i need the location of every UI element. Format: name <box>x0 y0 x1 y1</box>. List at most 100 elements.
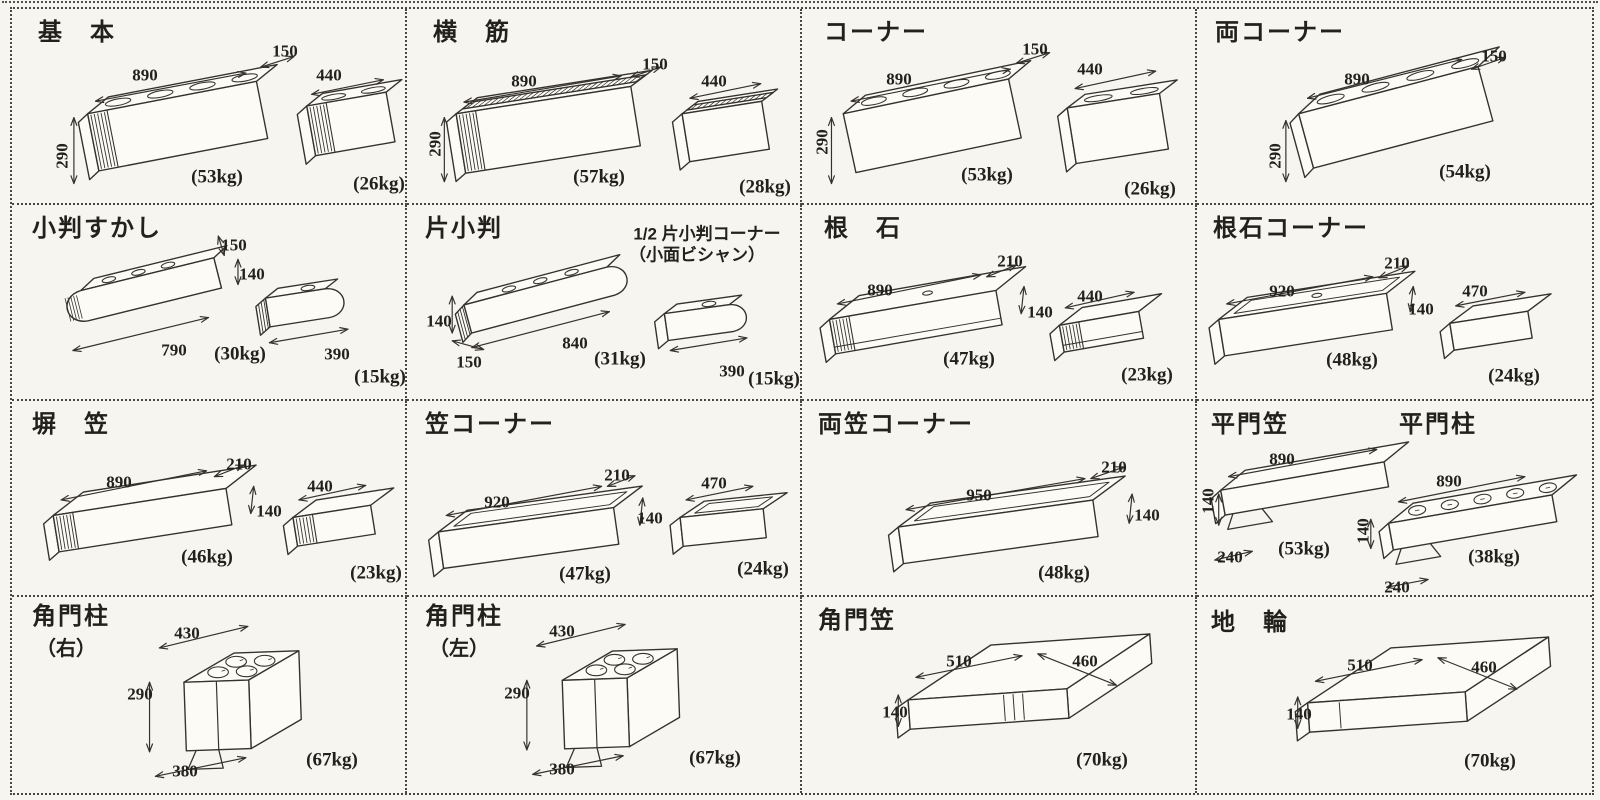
dimension-label: 210 <box>1101 457 1127 477</box>
block-drawing <box>1294 636 1552 742</box>
dimension-label: 150 <box>1022 39 1048 59</box>
dimension-label: 890 <box>886 69 912 89</box>
weight-label: (48kg) <box>1038 562 1090 584</box>
block-type-title: 片小判 <box>425 215 503 242</box>
block-drawing <box>887 466 1135 573</box>
dimension-label: 460 <box>1072 651 1098 671</box>
block-type-title: 角門柱 <box>32 603 110 630</box>
block-drawing <box>428 475 788 578</box>
dimension-label: 290 <box>127 684 153 704</box>
weight-label: (31kg) <box>594 348 646 370</box>
weight-label: (26kg) <box>353 173 405 195</box>
dimension-label: 840 <box>562 333 588 353</box>
dimension-label: 210 <box>997 251 1023 271</box>
dimension-label: 440 <box>1077 59 1103 79</box>
weight-label: (23kg) <box>350 562 402 584</box>
block-type-title: 塀 笠 <box>32 411 110 438</box>
dimension-label: 890 <box>1436 471 1462 491</box>
block-type-title: 横 筋 <box>433 19 511 46</box>
weight-label: (47kg) <box>559 563 611 585</box>
weight-label: (70kg) <box>1076 749 1128 771</box>
weight-label: (46kg) <box>181 546 233 568</box>
weight-label: (67kg) <box>306 749 358 771</box>
block-orientation-label: （右） <box>36 638 96 660</box>
weight-label: (53kg) <box>961 164 1013 186</box>
dimension-label: 290 <box>1265 143 1285 169</box>
dimension-label: 150 <box>221 235 247 255</box>
dimension-label: 390 <box>324 344 350 364</box>
dimension-label: 890 <box>132 65 158 85</box>
dimension-label: 460 <box>1471 657 1497 677</box>
dimension-label: 440 <box>1077 286 1103 306</box>
dimension-label: 140 <box>256 501 282 521</box>
top-border-dots <box>2 1 1598 3</box>
block-type-title: 根石コーナー <box>1213 215 1369 242</box>
block-drawing <box>440 66 779 183</box>
dimension-label: 790 <box>161 340 187 360</box>
block-drawing <box>70 55 403 185</box>
dimension-label: 150 <box>272 41 298 61</box>
dimension-label: 920 <box>1269 281 1295 301</box>
block-drawing <box>827 51 1178 185</box>
dimension-label: 440 <box>701 71 727 91</box>
weight-label: (67kg) <box>689 747 741 769</box>
dimension-label: 210 <box>1384 253 1410 273</box>
weight-label: (48kg) <box>1326 349 1378 371</box>
dimension-label: 380 <box>549 759 575 779</box>
block-type-title: 基 本 <box>38 19 116 46</box>
dimension-label: 890 <box>867 280 893 300</box>
dimension-label: 140 <box>239 264 265 284</box>
dimension-label: 950 <box>966 485 992 505</box>
block-type-title: 根 石 <box>824 215 902 242</box>
weight-label: (57kg) <box>573 166 625 188</box>
block-catalog-grid: 基 本 890 150 290 (53kg) 440 (26kg) 横 筋 890 150 290 (… <box>10 7 1594 795</box>
weight-label: (23kg) <box>1121 364 1173 386</box>
weight-label: (53kg) <box>191 166 243 188</box>
dimension-label: 430 <box>174 623 200 643</box>
weight-label: (24kg) <box>1488 365 1540 387</box>
weight-label: (24kg) <box>737 558 789 580</box>
dimension-label: 510 <box>946 651 972 671</box>
block-type-title: 小判すかし <box>32 215 162 242</box>
weight-label: (15kg) <box>354 366 406 388</box>
dimension-label: 150 <box>642 54 668 74</box>
dimension-label: 890 <box>1269 449 1295 469</box>
dimension-label: 240 <box>1384 577 1410 597</box>
dimension-label: 140 <box>1353 518 1373 544</box>
block-drawing <box>819 264 1163 364</box>
dimension-label: 890 <box>106 472 132 492</box>
block-type-title: 両コーナー <box>1215 19 1345 46</box>
weight-label: (54kg) <box>1439 161 1491 183</box>
weight-label: (47kg) <box>943 348 995 370</box>
dimension-label: 390 <box>719 361 745 381</box>
dimension-label: 140 <box>1198 488 1218 514</box>
block-type-title: コーナー <box>824 19 928 46</box>
dimension-label: 140 <box>426 311 452 331</box>
dimension-label: 290 <box>504 683 530 703</box>
weight-label: (28kg) <box>739 176 791 198</box>
dimension-label: 240 <box>1217 547 1243 567</box>
dimension-label: 470 <box>1462 281 1488 301</box>
dimension-label: 150 <box>456 352 482 372</box>
block-type-title: 笠コーナー <box>425 411 555 438</box>
block-type-title: 角門柱 <box>425 603 503 630</box>
block-drawing <box>64 235 349 353</box>
dimension-label: 890 <box>511 71 537 91</box>
block-type-title: 平門笠 <box>1211 411 1289 438</box>
dimension-label: 140 <box>1286 704 1312 724</box>
block-type-title: 地 輪 <box>1211 609 1289 636</box>
